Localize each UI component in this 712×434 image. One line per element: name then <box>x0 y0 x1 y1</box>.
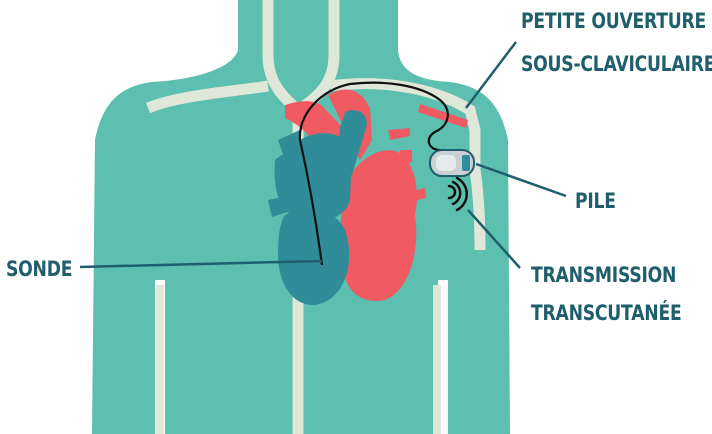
leader-opening <box>466 42 516 108</box>
label-transmission-line1: TRANSMISSION <box>531 260 676 290</box>
label-battery: PILE <box>575 186 616 216</box>
label-opening-line1: PETITE OUVERTURE <box>521 6 706 36</box>
label-transmission-line2: TRANSCUTANÉE <box>531 298 681 328</box>
pacemaker-device-icon <box>430 150 474 176</box>
label-lead: SONDE <box>6 254 72 284</box>
label-opening-line2: SOUS-CLAVICULAIRE <box>521 49 712 79</box>
